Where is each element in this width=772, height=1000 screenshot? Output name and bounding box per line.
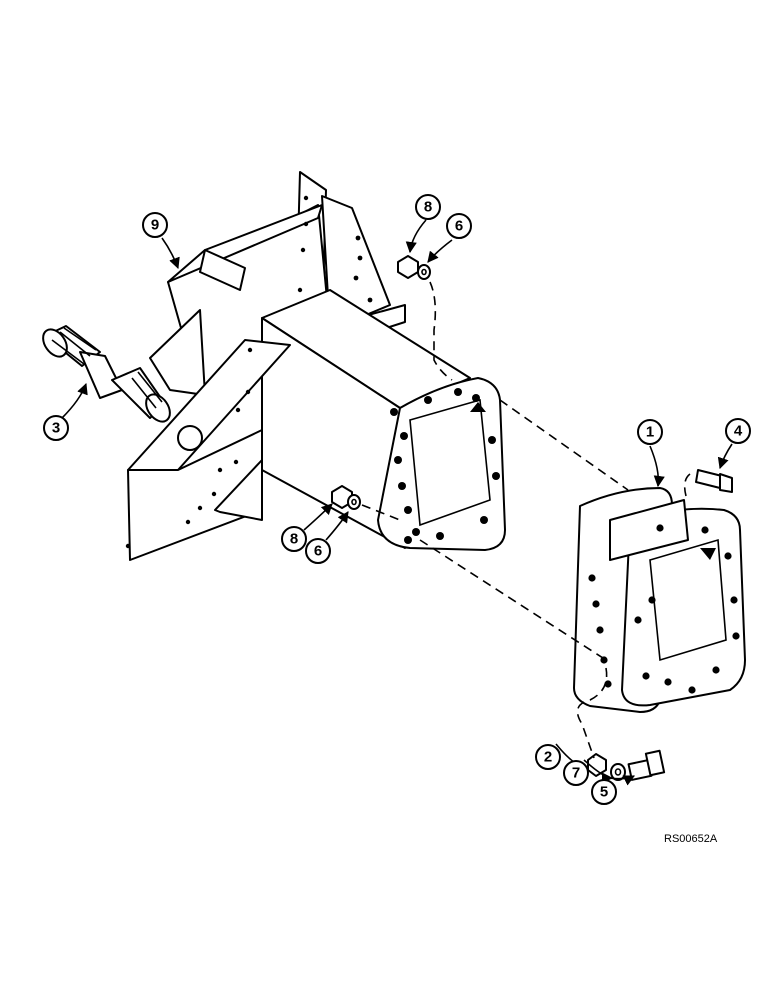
flange-holes [390, 388, 500, 544]
washer-lower [347, 494, 361, 510]
callout-4-label: 4 [734, 423, 743, 440]
callout-2-circle [535, 744, 561, 770]
callout-6-upper-label: 6 [455, 218, 463, 235]
assembly-lines [361, 281, 691, 759]
callout-8-upper-label: 8 [424, 199, 432, 216]
callout-8-lower-label: 8 [290, 531, 298, 548]
reference-code: RS00652A [664, 833, 718, 845]
callout-9-circle [142, 212, 168, 238]
callouts: 9 8 6 3 1 4 8 6 2 7 [43, 194, 751, 805]
callout-6-upper-circle [446, 213, 472, 239]
callout-2-label: 2 [544, 749, 552, 766]
washer-bottom [610, 763, 626, 781]
callout-5-label: 5 [600, 784, 608, 801]
callout-5-circle [591, 779, 617, 805]
adapter-holes [588, 524, 740, 694]
callout-3-circle [43, 415, 69, 441]
housing-assembly [125, 171, 506, 561]
callout-1-label: 1 [646, 424, 654, 441]
adapter-flange [573, 487, 746, 713]
callout-4-circle [725, 418, 751, 444]
bolt-bottom [627, 749, 666, 781]
bolt-upper [695, 469, 733, 493]
callout-6-lower-label: 6 [314, 543, 322, 560]
callout-3-label: 3 [52, 420, 60, 437]
callout-6-lower-circle [305, 538, 331, 564]
drive-shaft [42, 325, 171, 423]
callout-8-upper-circle [415, 194, 441, 220]
housing-rivet-holes [125, 195, 373, 549]
washer-upper [417, 264, 431, 280]
callout-9-label: 9 [151, 217, 159, 234]
hardware [331, 255, 733, 781]
callout-8-lower-circle [281, 526, 307, 552]
callout-7-label: 7 [572, 765, 580, 782]
nut-upper [397, 255, 419, 279]
callout-7-circle [563, 760, 589, 786]
callout-1-circle [637, 419, 663, 445]
